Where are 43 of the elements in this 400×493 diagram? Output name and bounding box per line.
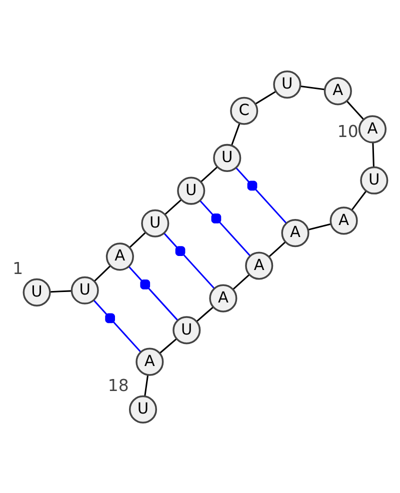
connector xyxy=(346,100,364,120)
node-circle: A xyxy=(245,251,274,280)
connector xyxy=(164,232,215,288)
connector xyxy=(196,306,214,322)
connector xyxy=(93,299,142,352)
node-label: 1 xyxy=(12,258,24,278)
node-circle: U xyxy=(213,143,242,172)
node-circle: A xyxy=(358,114,387,143)
node-circle: C xyxy=(230,96,258,124)
node-label: 10 xyxy=(337,121,358,140)
node-circle: U xyxy=(273,70,302,98)
connector xyxy=(144,374,149,396)
node-circle: A xyxy=(281,218,310,247)
connector xyxy=(50,290,72,292)
connector xyxy=(199,200,251,256)
connector xyxy=(200,166,218,182)
connector xyxy=(372,142,374,167)
connector xyxy=(94,265,111,282)
connector xyxy=(300,85,325,90)
connector xyxy=(232,274,250,290)
connector xyxy=(231,122,240,145)
connector xyxy=(235,166,287,224)
node-circle: A xyxy=(324,76,352,105)
node-circle: A xyxy=(330,206,358,234)
connector xyxy=(351,190,367,210)
node-label: 18 xyxy=(108,375,129,394)
node-circle: A xyxy=(136,347,164,376)
node-circle: U xyxy=(177,176,206,204)
node-circle: U xyxy=(360,166,388,194)
node-circle: U xyxy=(128,394,158,423)
connector xyxy=(255,90,276,104)
node-circle: U xyxy=(22,278,51,306)
node-circle: A xyxy=(106,242,134,270)
connector xyxy=(129,232,146,248)
connector xyxy=(308,222,331,230)
connector xyxy=(268,240,286,257)
node-circle: A xyxy=(209,284,238,312)
node-circle: U xyxy=(141,208,170,237)
node-circle: U xyxy=(70,276,99,304)
connector xyxy=(164,198,182,215)
connector xyxy=(128,266,178,320)
node-circle: U xyxy=(172,316,201,344)
connector xyxy=(160,338,178,354)
